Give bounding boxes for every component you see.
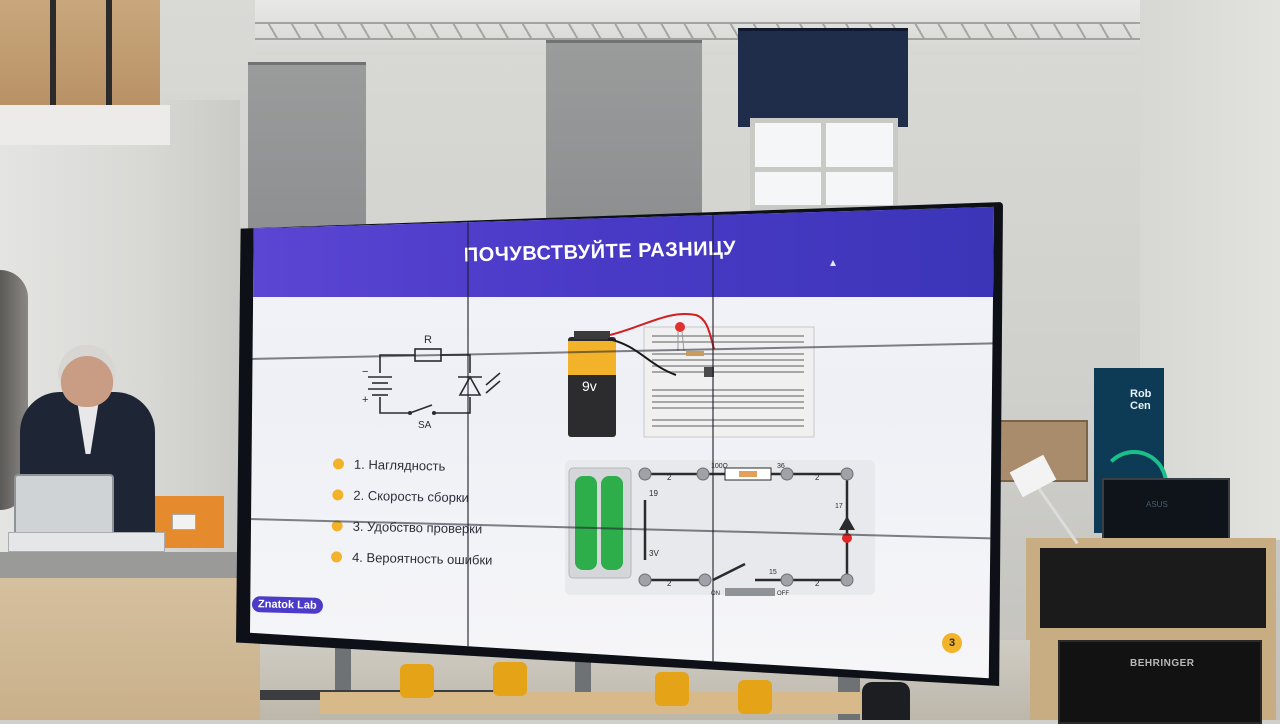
battery-voltage: 3V	[649, 549, 659, 558]
screen-seam	[712, 206, 714, 679]
bullet-dot	[332, 489, 344, 501]
kit-led-code: 17	[835, 503, 843, 510]
balcony-slab	[0, 105, 170, 145]
clamp	[655, 672, 689, 706]
clamp	[400, 664, 434, 698]
laptop	[1102, 478, 1230, 546]
switch-contact	[408, 411, 412, 415]
window	[750, 118, 898, 210]
breadboard-illustration: 9v	[568, 313, 815, 438]
clamp	[738, 680, 772, 714]
laptop-brand: ASUS	[1146, 500, 1168, 509]
battery-label: 9v	[582, 378, 597, 394]
stool	[862, 682, 910, 720]
bullet-dot	[332, 458, 345, 470]
power-outlet	[172, 514, 196, 530]
battery-label-band	[568, 341, 616, 375]
kit-switch-off: OFF	[777, 591, 789, 597]
battery-cell	[575, 476, 597, 570]
brand-logo: Znatok Lab	[251, 596, 323, 614]
feature-list: 1. Наглядность 2. Скорость сборки 3. Удо…	[330, 448, 495, 575]
stand-leg	[335, 640, 351, 700]
kit-snap	[638, 467, 652, 481]
resistor	[686, 351, 704, 356]
display-screen: ПОЧУВСТВУЙТЕ РАЗНИЦУ	[250, 206, 994, 679]
page-number-badge: 3	[942, 633, 962, 653]
ceiling-truss	[255, 22, 1155, 40]
feature-text: 4. Вероятность ошибки	[351, 549, 493, 568]
kit-link-code: 2	[667, 579, 672, 588]
kit-resistor-value: 100Ω	[711, 463, 728, 470]
desk-top	[0, 552, 262, 578]
feature-text: 1. Наглядность	[353, 456, 446, 474]
kit-led-symbol	[839, 516, 855, 530]
clamp	[493, 662, 527, 696]
kit-snap	[840, 467, 854, 481]
kit-snap	[696, 467, 710, 481]
speaker-brand: BEHRINGER	[1130, 658, 1195, 669]
circuit-schematic: R SA − +	[362, 334, 501, 431]
feature-item: 2. Скорость сборки	[332, 479, 494, 513]
switch-contact	[432, 411, 436, 415]
window-blind	[546, 40, 702, 218]
slide: ПОЧУВСТВУЙТЕ РАЗНИЦУ	[250, 206, 994, 679]
kit-tray	[8, 532, 165, 552]
presenter-head	[58, 345, 116, 407]
rack-equipment	[1040, 548, 1266, 628]
switch-label: SA	[418, 420, 432, 431]
window-blind-dark	[738, 28, 908, 127]
feature-item: 1. Наглядность	[332, 448, 495, 482]
window-blind	[248, 62, 366, 235]
kit-switch-slider	[725, 588, 775, 596]
battery-cell	[601, 476, 623, 570]
banner-text: Rob Cen	[1130, 388, 1152, 412]
kit-resistor-code: 36	[777, 463, 785, 470]
balcony-railing	[0, 0, 160, 114]
battery-pack-code: 19	[649, 489, 658, 498]
feature-text: 2. Скорость сборки	[353, 487, 470, 506]
kit-snap	[638, 573, 652, 587]
kit-snap	[780, 573, 794, 587]
resistor-label: R	[424, 334, 432, 346]
kit-link-code: 2	[667, 473, 672, 482]
black-wire	[607, 338, 677, 376]
kit-snap	[698, 573, 712, 587]
cursor-icon	[830, 260, 836, 266]
desk	[0, 555, 260, 720]
kit-snap	[840, 573, 854, 587]
minus-sign: −	[362, 366, 368, 378]
snap-circuit-illustration: 19 3V 100Ω 36 2 2 2 2 17 15	[565, 460, 875, 597]
feature-item: 3. Удобство проверки	[331, 510, 493, 544]
kit-switch-code: 15	[769, 569, 777, 576]
speaker	[1058, 640, 1262, 724]
battery-terminal	[574, 331, 610, 339]
kit-snap	[780, 467, 794, 481]
kit-link-code: 2	[815, 579, 820, 588]
bullet-dot	[330, 551, 343, 563]
plus-sign: +	[362, 394, 368, 406]
kit-link-code: 2	[815, 473, 820, 482]
led-red	[675, 322, 685, 332]
screen-seam	[467, 206, 469, 679]
kit-switch-on: ON	[711, 591, 720, 597]
breadboard	[643, 326, 815, 438]
breadboard-holes	[652, 335, 804, 427]
tactile-button	[704, 367, 714, 377]
kit-baseplate	[565, 460, 875, 595]
red-wire	[609, 313, 715, 350]
